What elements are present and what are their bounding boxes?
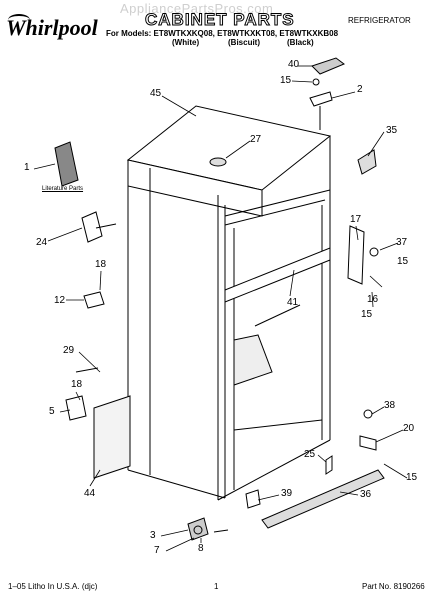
- callout-45: 45: [150, 88, 162, 99]
- callout-17: 17: [350, 214, 362, 225]
- callout-1: 1: [24, 162, 30, 173]
- inner-liner: [233, 334, 323, 431]
- brand-logo: Whirlpool: [6, 15, 98, 40]
- footer-page-number: 1: [214, 582, 219, 591]
- callout-36: 36: [360, 489, 372, 500]
- leader-lines: [33, 65, 408, 552]
- callout-15c: 15: [361, 309, 373, 320]
- callout-40: 40: [288, 59, 300, 70]
- category-label: REFRIGERATOR: [348, 16, 411, 25]
- cabinet-shell: [126, 105, 332, 501]
- brand-swoosh-icon: [8, 14, 30, 26]
- watermark: AppliancePartsPros.com: [120, 1, 274, 16]
- callout-37: 37: [396, 237, 408, 248]
- callout-25: 25: [304, 449, 316, 460]
- color-biscuit: (Biscuit): [228, 38, 260, 47]
- callout-41: 41: [287, 297, 299, 308]
- top-hinge-parts: [309, 57, 377, 175]
- literature-label: Literature Parts: [42, 186, 84, 192]
- callout-12: 12: [54, 295, 66, 306]
- callout-38: 38: [384, 400, 396, 411]
- toe-grille: [245, 469, 385, 529]
- callout-16: 16: [367, 294, 379, 305]
- callout-2: 2: [357, 84, 363, 95]
- footer-part-number: Part No. 8190266: [362, 582, 425, 591]
- callout-5: 5: [49, 406, 55, 417]
- callout-15b: 15: [397, 256, 409, 267]
- callout-7: 7: [154, 545, 160, 556]
- bumper-part: [209, 157, 227, 167]
- back-panel: [93, 395, 131, 479]
- callout-15d: 15: [406, 472, 418, 483]
- divider-rail: [224, 247, 331, 327]
- callout-20: 20: [403, 423, 415, 434]
- callout-3: 3: [150, 530, 156, 541]
- footer-litho: 1–05 Litho In U.S.A. (djc): [8, 582, 98, 591]
- literature-book: [54, 141, 79, 187]
- callout-35: 35: [386, 125, 398, 136]
- callout-18b: 18: [71, 379, 83, 390]
- callout-15a: 15: [280, 75, 292, 86]
- roller-assembly: [187, 517, 229, 541]
- page-title: CABINET PARTS: [145, 10, 295, 30]
- color-black: (Black): [287, 38, 314, 47]
- callout-29: 29: [63, 345, 75, 356]
- models-line: For Models: ET8WTKXKQ08, ET8WTKXKT08, ET…: [106, 29, 339, 38]
- callout-24: 24: [36, 237, 48, 248]
- callout-44: 44: [84, 488, 96, 499]
- callout-39: 39: [281, 488, 293, 499]
- side-hardware: [65, 211, 379, 475]
- color-white: (White): [172, 38, 200, 47]
- callout-27: 27: [250, 134, 262, 145]
- callout-8: 8: [198, 543, 204, 554]
- callout-18a: 18: [95, 259, 107, 270]
